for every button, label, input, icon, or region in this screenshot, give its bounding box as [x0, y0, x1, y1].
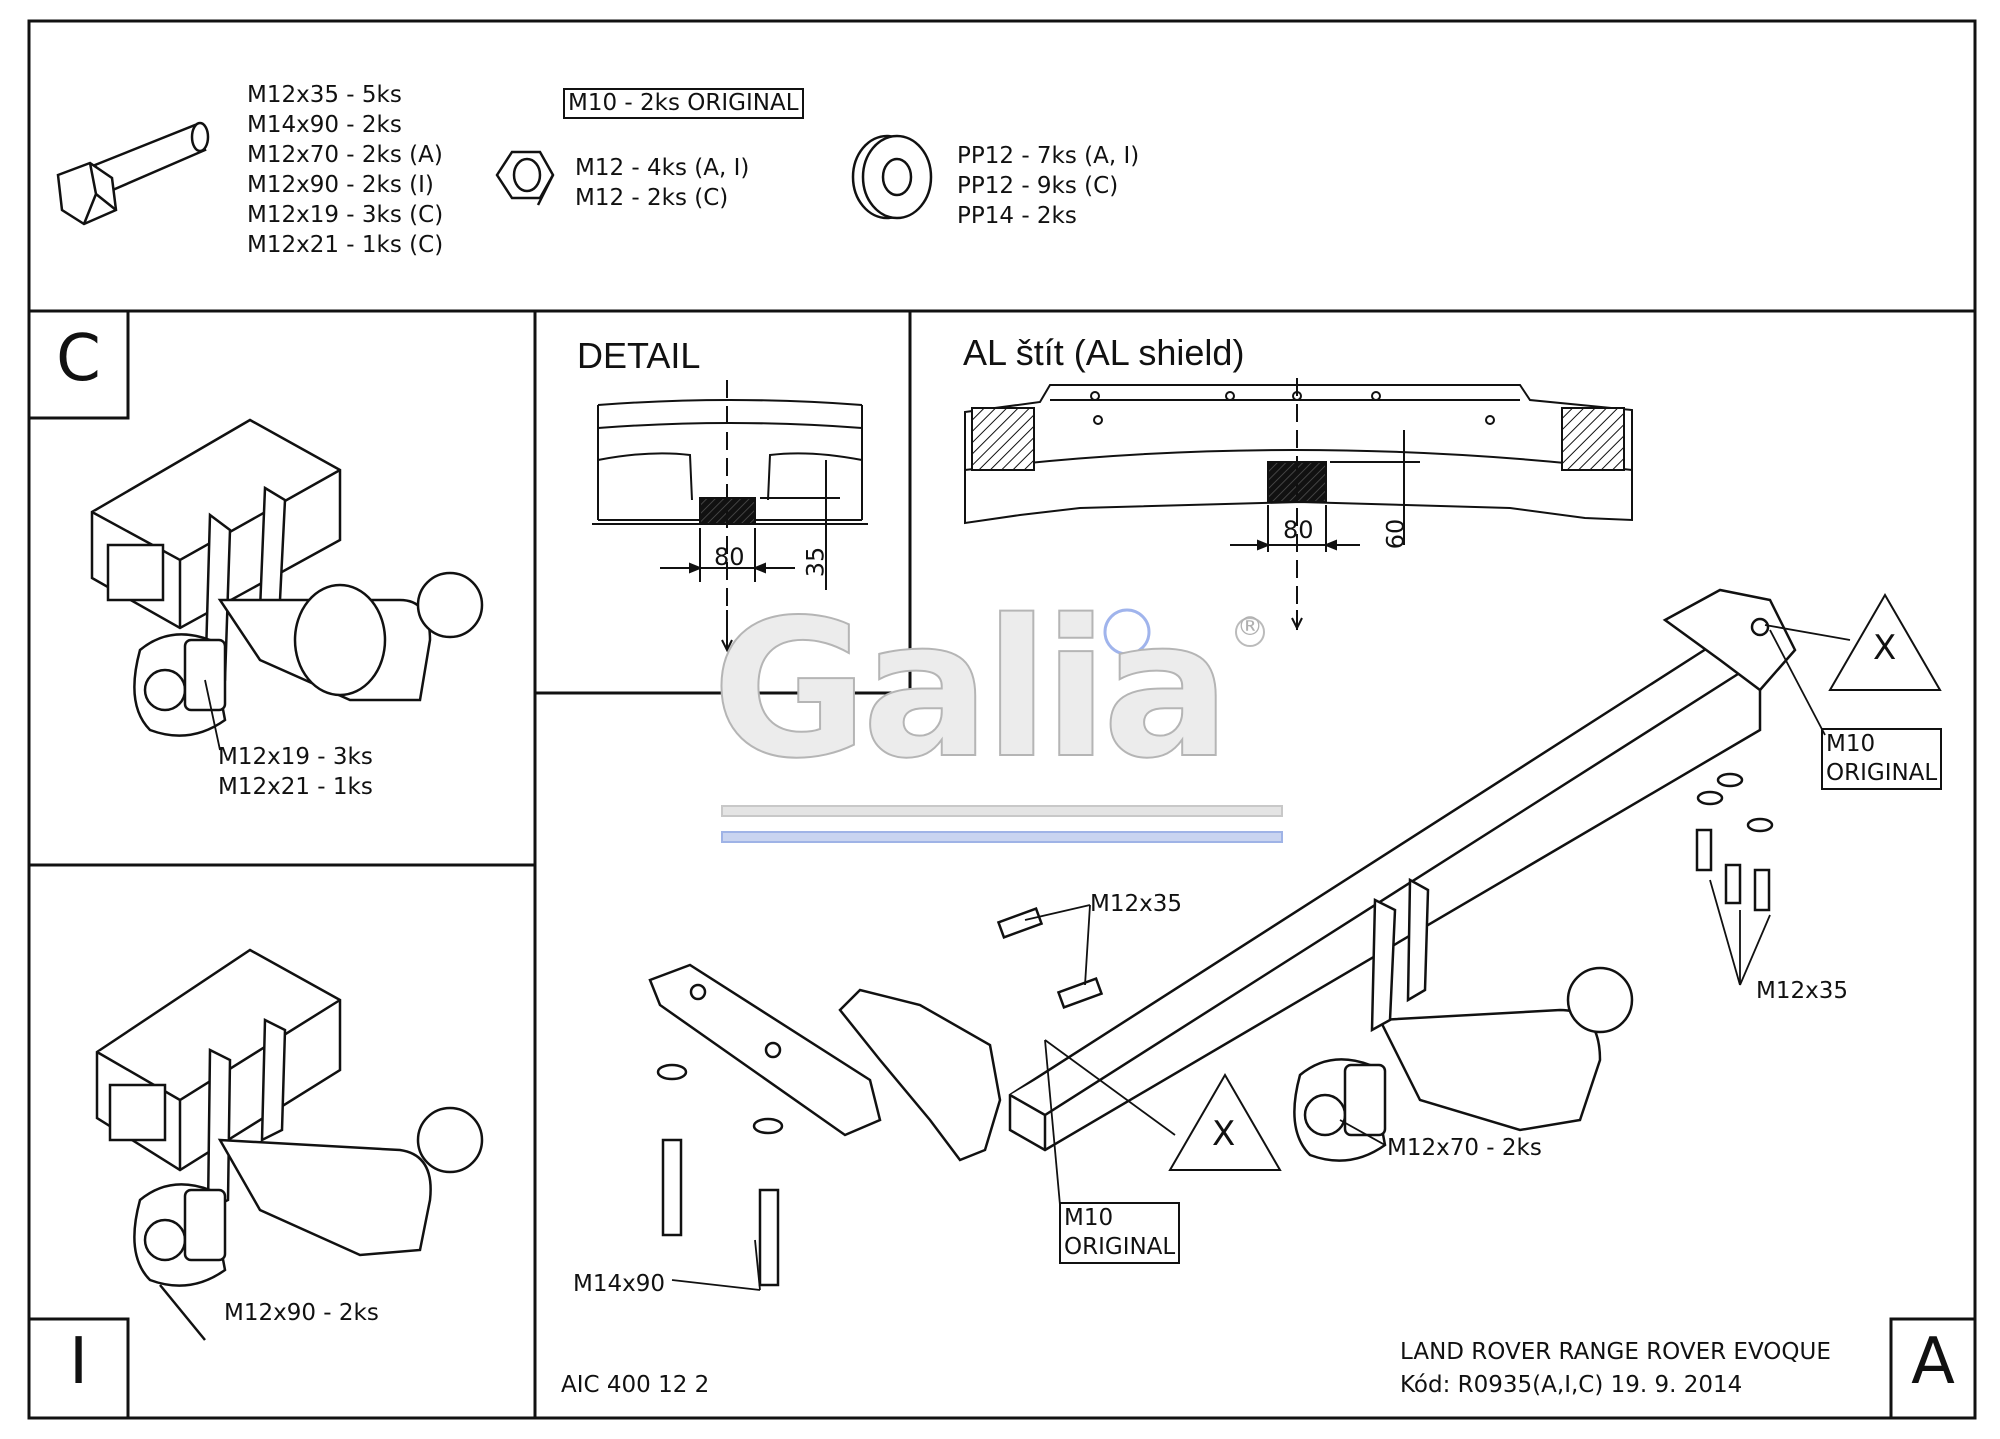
leader-lines — [204, 624, 1851, 1291]
bolt-item: M12x70 - 2ks (A) — [247, 142, 443, 168]
panel-i-drawing — [95, 948, 484, 1341]
shield-title: AL štít (AL shield) — [963, 332, 1245, 373]
detail-title: DETAIL — [577, 335, 701, 376]
shield-height-dimension: 60 — [1381, 518, 1410, 550]
x-marker-right: X — [1873, 628, 1897, 668]
m12x35-label-right: M12x35 — [1756, 978, 1848, 1004]
bolt-item: M12x21 - 1ks (C) — [247, 232, 444, 258]
washer-item: PP12 - 9ks (C) — [957, 173, 1119, 199]
m12x70-label: M12x70 - 2ks — [1387, 1135, 1542, 1161]
nut-item: M12 - 4ks (A, I) — [575, 155, 750, 181]
nut-list: M12 - 4ks (A, I) M12 - 2ks (C) — [575, 153, 749, 213]
galia-logo-graphic — [721, 608, 1283, 843]
sheet-frame — [27, 19, 1977, 1420]
registered-mark: ® — [1237, 612, 1263, 642]
galia-logo: Galia — [711, 579, 1232, 801]
vehicle-title: LAND ROVER RANGE ROVER EVOQUE — [1400, 1339, 1831, 1365]
detail-height-dimension: 35 — [801, 546, 830, 578]
panel-c-bolt-label: M12x21 - 1ks — [218, 774, 373, 800]
nut-original-label: M10 - 2ks ORIGINAL — [563, 88, 804, 119]
detail-drawing — [592, 380, 868, 653]
panel-i-letter: I — [69, 1325, 88, 1399]
nut-item: M12 - 2ks (C) — [575, 185, 729, 211]
x-marker-center: X — [1212, 1114, 1236, 1154]
nut-illustration — [495, 150, 555, 206]
panel-c-bolt-label: M12x19 - 3ks — [218, 744, 373, 770]
m10-original-label-center: M10 ORIGINAL — [1059, 1202, 1181, 1264]
bolt-item: M12x35 - 5ks — [247, 82, 402, 108]
shield-width-dimension: 80 — [1283, 516, 1314, 544]
drawing-code: AIC 400 12 2 — [561, 1372, 710, 1398]
kod-line: Kód: R0935(A,I,C) 19. 9. 2014 — [1400, 1372, 1743, 1398]
washer-item: PP14 - 2ks — [957, 203, 1077, 229]
m10-original-label-right: M10 ORIGINAL — [1821, 728, 1943, 790]
panel-a-drawing — [648, 588, 1797, 1287]
bolt-item: M12x90 - 2ks (I) — [247, 172, 434, 198]
x-marker-triangles — [1168, 593, 1942, 1171]
detail-width-dimension: 80 — [714, 543, 745, 571]
panel-a-letter: A — [1911, 1325, 1955, 1399]
washer-item: PP12 - 7ks (A, I) — [957, 143, 1140, 169]
bolt-list: M12x35 - 5ks M14x90 - 2ks M12x70 - 2ks (… — [247, 80, 443, 260]
washer-illustration — [851, 134, 933, 220]
panel-c-bolt-labels: M12x19 - 3ks M12x21 - 1ks — [218, 742, 373, 802]
m14x90-label: M14x90 — [573, 1271, 665, 1297]
washer-list: PP12 - 7ks (A, I) PP12 - 9ks (C) PP14 - … — [957, 141, 1139, 231]
m12x35-label-top: M12x35 — [1090, 891, 1182, 917]
bolt-illustration — [56, 121, 210, 226]
shield-drawing — [964, 378, 1633, 631]
bolt-item: M14x90 - 2ks — [247, 112, 402, 138]
panel-c-letter: C — [56, 322, 101, 396]
bolt-item: M12x19 - 3ks (C) — [247, 202, 444, 228]
panel-c-drawing — [90, 418, 484, 737]
panel-i-bolt-label: M12x90 - 2ks — [224, 1300, 379, 1326]
